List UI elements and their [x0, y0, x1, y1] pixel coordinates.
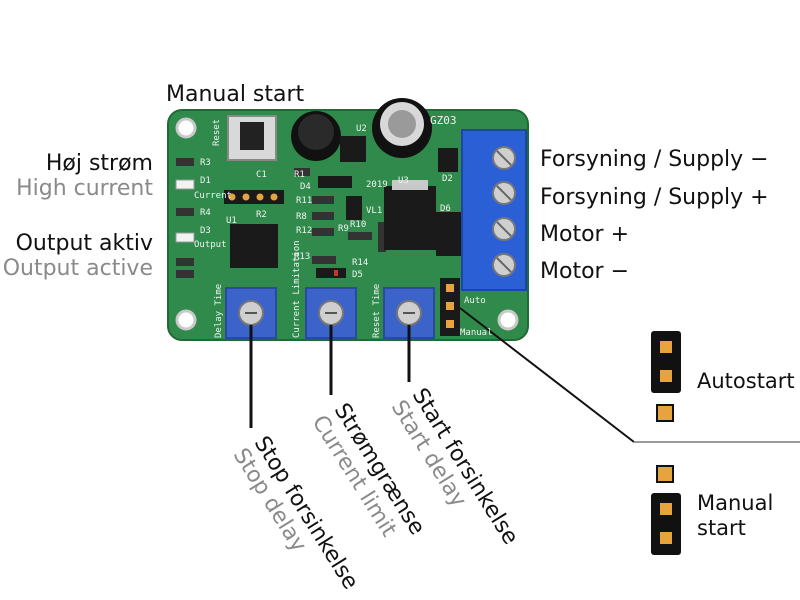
ic-u1: [230, 224, 278, 268]
mounting-hole: [175, 309, 197, 331]
label-manual-start-jumper-line2: start: [697, 516, 746, 540]
pcb-text-r10: R10: [350, 220, 367, 230]
pcb-text-reset-time: Reset Time: [372, 283, 382, 338]
pcb-text-auto: Auto: [464, 296, 486, 306]
pcb-text-u2: U2: [356, 124, 367, 134]
pcb-text-d5: D5: [352, 270, 363, 280]
label-autostart: Autostart: [697, 369, 795, 393]
jumper-manual: [651, 493, 681, 555]
pcb-text-u3: U3: [398, 176, 409, 186]
pcb-text-r9: R9: [338, 224, 349, 234]
label-output-active-da: Output aktiv: [15, 231, 153, 256]
pcb-text-r12: R12: [296, 226, 313, 236]
pcb-text-r11: R11: [296, 196, 313, 206]
pcb-text-r2: R2: [256, 210, 267, 220]
pcb-text-r8: R8: [296, 212, 307, 222]
leader-line-jumper: [459, 307, 635, 443]
label-motor-plus: Motor +: [540, 222, 629, 247]
pcb-text-d4: D4: [300, 182, 311, 192]
label-output-active-en: Output active: [2, 256, 153, 281]
pcb-text-d6: D6: [440, 204, 451, 214]
regulator-u3: [384, 186, 436, 250]
jumper-autostart: [651, 331, 681, 393]
pcb-text-c1: C1: [256, 170, 267, 180]
pcb-text-current: Current: [194, 191, 232, 201]
pcb-text-d2: D2: [442, 174, 453, 184]
pcb-text-current-limitation: Current Limitation: [292, 240, 302, 338]
pcb-text-r13: R13: [294, 252, 311, 262]
pcb-text-board: GZ03: [430, 114, 457, 127]
pcb-text-delay-time: Delay Time: [214, 283, 224, 338]
diode-d2: [438, 148, 458, 172]
label-supply-plus: Forsyning / Supply +: [540, 185, 769, 210]
pcb-text-d3: D3: [200, 226, 211, 236]
label-manual-start: Manual start: [166, 82, 305, 107]
pcb-text-year: 2019: [366, 180, 388, 190]
pcb-text-reset: Reset: [212, 118, 222, 146]
pcb-text-r14: R14: [352, 258, 369, 268]
regulator-u2: [340, 136, 366, 162]
label-supply-minus: Forsyning / Supply −: [540, 147, 769, 172]
pcb-text-output: Output: [194, 240, 227, 250]
mounting-hole: [497, 309, 519, 331]
pcb-text-u1: U1: [226, 216, 237, 226]
mounting-hole: [175, 117, 197, 139]
label-high-current-en: High current: [16, 176, 153, 201]
pcb-text-r1: R1: [294, 170, 305, 180]
pcb-text-r4: R4: [200, 208, 211, 218]
led-high-current: [175, 179, 195, 190]
jumper-pin-free: [656, 404, 674, 422]
pcb-text-manual: Manual: [460, 328, 493, 338]
pcb-text-vl1: VL1: [366, 206, 383, 216]
jumper-pin-free: [656, 465, 674, 483]
label-manual-start-jumper-line1: Manual: [697, 491, 774, 515]
pcb-text-d1: D1: [200, 176, 211, 186]
pin-header: [224, 190, 284, 204]
reset-button-cap: [240, 122, 264, 150]
label-high-current-da: Høj strøm: [45, 151, 153, 176]
diode-d6: [436, 212, 464, 256]
led-output: [175, 232, 195, 243]
pcb-text-r3: R3: [200, 158, 211, 168]
label-motor-minus: Motor −: [540, 259, 629, 284]
